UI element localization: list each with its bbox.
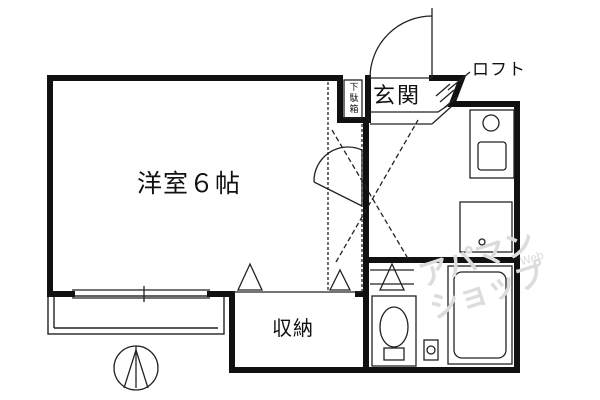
shoe-box-label: 下駄箱 bbox=[349, 83, 359, 115]
walls bbox=[47, 75, 520, 373]
north-arrow-icon bbox=[113, 345, 159, 391]
interior-lines bbox=[72, 8, 471, 302]
loft-label: ロフト bbox=[472, 60, 526, 80]
room-label-entrance: 玄関 bbox=[373, 84, 422, 109]
room-label-storage: 収納 bbox=[272, 316, 314, 340]
bathroom bbox=[423, 265, 513, 365]
toilet bbox=[371, 295, 417, 367]
room-label-western: 洋室６帖 bbox=[137, 169, 242, 198]
balcony bbox=[47, 295, 225, 335]
kitchen bbox=[459, 109, 515, 253]
